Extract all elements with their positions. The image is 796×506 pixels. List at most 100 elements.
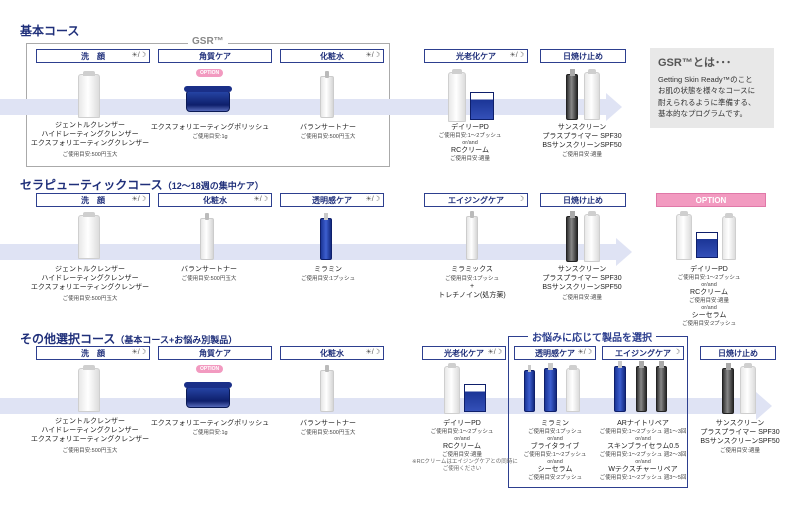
usage-note: ご使用目安:1～2プッシュ xyxy=(438,133,502,139)
usage-note: ご使用目安:適量 xyxy=(719,448,761,454)
product-name: ジェントルクレンザーハイドレーティングクレンザーエクスフォリエーティングクレンザ… xyxy=(30,122,150,147)
time-icon: ☀/☽ xyxy=(509,52,525,59)
step-toner-2: 化粧水☀/☽ xyxy=(158,193,272,207)
product-name: RCクリーム xyxy=(690,289,728,296)
step-wash-1: 洗 顔☀/☽ xyxy=(36,49,150,63)
usage-note: ご使用目安:500円玉大 xyxy=(300,430,356,436)
usage-note: ご使用目安:1g xyxy=(192,134,228,140)
andor-text: or/and xyxy=(547,459,563,465)
polish-jar-image xyxy=(184,382,232,408)
time-icon: ☀/☽ xyxy=(365,349,381,356)
product-name: デイリーPD xyxy=(690,266,728,273)
usage-note: ご使用目安:2プッシュ xyxy=(681,321,737,327)
step-exfoliate-3: 角質ケア xyxy=(158,346,272,360)
product-name: バランサートナー xyxy=(300,420,356,427)
usage-note: ご使用目安:1プッシュ xyxy=(300,276,356,282)
step-toner-1: 化粧水☀/☽ xyxy=(280,49,384,63)
usage-note: ご使用目安:1～2プッシュ xyxy=(677,275,741,281)
time-icon: ☀/☽ xyxy=(131,196,147,203)
flow-arrow-therapeutic xyxy=(0,238,632,266)
usage-note: ご使用目安:1～2プッシュ xyxy=(430,429,494,435)
andor-text: or/and xyxy=(462,140,478,146)
product-name: ブライタライブ xyxy=(530,443,580,450)
moon-icon: ☽ xyxy=(517,196,524,203)
step-sun-1: 日焼け止め xyxy=(540,49,626,63)
section-title-therapeutic: セラピューティックコース（12～18週の集中ケア） xyxy=(20,178,264,192)
time-icon: ☀/☽ xyxy=(131,52,147,59)
c-serum-image xyxy=(722,213,736,260)
rc-cream-image xyxy=(464,384,486,412)
ar-night-repair-image xyxy=(614,361,626,412)
sunscreen-primer-image xyxy=(722,363,734,414)
section-title-other: その他選択コース（基本コース+お悩み別製品） xyxy=(20,332,238,346)
usage-note: ご使用目安:適量 xyxy=(441,452,483,458)
cleanser-tube-image xyxy=(78,71,100,118)
usage-note: ご使用目安:500円玉大 xyxy=(62,152,118,158)
time-icon: ☀/☽ xyxy=(365,196,381,203)
step-option-2: OPTION xyxy=(656,193,766,207)
toner-bottle-image xyxy=(320,71,334,118)
gsr-info-body: Getting Skin Ready™のこと お肌の状態を様々なコースに 耐えら… xyxy=(658,75,756,118)
daily-pd-image xyxy=(448,69,466,122)
usage-note: ご使用目安:500円玉大 xyxy=(181,276,237,282)
option-badge: OPTION xyxy=(196,365,224,373)
polish-jar-image xyxy=(184,86,232,112)
usage-note: ご使用目安:適量 xyxy=(561,295,603,301)
step-toner-3: 化粧水☀/☽ xyxy=(280,346,384,360)
product-name: ジェントルクレンザーハイドレーティングクレンザーエクスフォリエーティングクレンザ… xyxy=(30,418,150,443)
product-name: ジェントルクレンザーハイドレーティングクレンザーエクスフォリエーティングクレンザ… xyxy=(30,266,150,291)
step-wash-2: 洗 顔☀/☽ xyxy=(36,193,150,207)
product-name: バランサートナー xyxy=(300,124,356,131)
milamin-bottle-image xyxy=(320,213,332,260)
moon-icon: ☽ xyxy=(673,349,680,356)
time-icon: ☀/☽ xyxy=(487,349,503,356)
product-name: ミラミックス xyxy=(451,266,493,273)
andor-text: or/and xyxy=(454,436,470,442)
product-name: シーセラム xyxy=(691,312,727,319)
step-clarity-3: 透明感ケア☀/☽ xyxy=(514,346,596,360)
product-name: スキンブライセラム0.5 xyxy=(606,443,680,450)
cleanser-tube-image xyxy=(78,365,100,412)
step-sun-3: 日焼け止め xyxy=(700,346,776,360)
andor-text: or/and xyxy=(547,436,563,442)
gsr-info-box: GSR™とは･･･ Getting Skin Ready™のこと お肌の状態を様… xyxy=(650,48,774,128)
step-wash-3: 洗 顔☀/☽ xyxy=(36,346,150,360)
andor-text: or/and xyxy=(701,305,717,311)
rc-cream-image xyxy=(696,232,718,258)
select-label: お悩みに応じて製品を選択 xyxy=(528,329,656,344)
usage-note: ご使用目安:1～2プッシュ 週2～3回 xyxy=(599,452,687,458)
step-clarity-2: 透明感ケア☀/☽ xyxy=(280,193,384,207)
product-name: トレチノイン(処方薬) xyxy=(438,292,506,299)
bs-sunscreen-image xyxy=(584,69,600,120)
bs-sunscreen-image xyxy=(584,211,600,262)
milamin-bottle-image xyxy=(524,365,535,412)
step-photo-1: 光老化ケア☀/☽ xyxy=(424,49,528,63)
cleanser-tube-image xyxy=(78,212,100,259)
product-name: ミラミン xyxy=(541,420,569,427)
wrinkle-texture-repair-image xyxy=(656,361,667,412)
milamix-bottle-image xyxy=(466,211,478,260)
gsr-info-title: GSR™とは･･･ xyxy=(658,57,732,69)
option-badge: OPTION xyxy=(196,69,224,77)
product-name: エクスフォリエーティングポリッシュ xyxy=(150,124,270,131)
usage-note: ご使用目安:500円玉大 xyxy=(62,296,118,302)
daily-pd-image xyxy=(676,211,692,260)
time-icon: ☀/☽ xyxy=(365,52,381,59)
step-sun-2: 日焼け止め xyxy=(540,193,626,207)
usage-note: ご使用目安:500円玉大 xyxy=(62,448,118,454)
product-name: ミラミン xyxy=(314,266,342,273)
andor-text: or/and xyxy=(635,459,651,465)
step-exfoliate-1: 角質ケア xyxy=(158,49,272,63)
c-serum-image xyxy=(566,365,580,412)
toner-bottle-image xyxy=(320,365,334,412)
daily-pd-image xyxy=(444,363,460,414)
andor-text: or/and xyxy=(701,282,717,288)
time-icon: ☀/☽ xyxy=(131,349,147,356)
sunscreen-primer-image xyxy=(566,69,578,120)
usage-note: ご使用目安:1g xyxy=(192,430,228,436)
step-photo-3: 光老化ケア☀/☽ xyxy=(422,346,506,360)
usage-note: ご使用目安:1～2プッシュ 週3～5回 xyxy=(599,475,687,481)
